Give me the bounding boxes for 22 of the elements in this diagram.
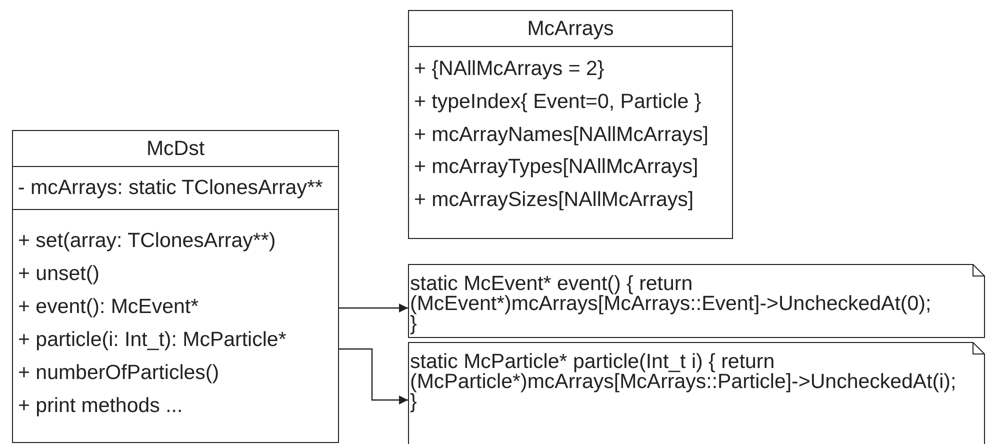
class-member: + event(): McEvent* bbox=[18, 295, 199, 319]
class-box bbox=[12, 130, 339, 443]
class-member: + unset() bbox=[18, 262, 100, 286]
code-text: static McParticle* particle(Int_t i) { return (McParticle*)mcArrays[McArrays::Particle]->UncheckedAt(i); } bbox=[410, 352, 958, 412]
class-name: McArrays bbox=[526, 17, 615, 41]
class-member: + mcArraySizes[NAllMcArrays] bbox=[414, 188, 694, 212]
class-member: + particle(i: Int_t): McParticle* bbox=[18, 328, 286, 352]
class-member: + numberOfParticles() bbox=[18, 361, 220, 385]
class-member: + set(array: TClonesArray**) bbox=[18, 229, 276, 253]
class-member: + typeIndex{ Event=0, Particle } bbox=[414, 90, 702, 114]
class-box bbox=[408, 10, 733, 239]
arrow bbox=[339, 348, 408, 404]
class-member: - mcArrays: static TClonesArray** bbox=[18, 176, 323, 200]
class-member: + mcArrayTypes[NAllMcArrays] bbox=[414, 155, 698, 179]
code-text: static McEvent* event() { return (McEvent*)mcArrays[McArrays::Event]->UncheckedAt(0); } bbox=[410, 274, 932, 334]
note-box bbox=[408, 264, 985, 338]
class-member: + {NAllMcArrays = 2} bbox=[414, 57, 604, 81]
class-member: + print methods ... bbox=[18, 394, 183, 418]
class-name: McDst bbox=[145, 137, 206, 161]
class-member: + mcArrayNames[NAllMcArrays] bbox=[414, 123, 708, 147]
note-box bbox=[408, 342, 985, 444]
arrow bbox=[339, 304, 408, 312]
